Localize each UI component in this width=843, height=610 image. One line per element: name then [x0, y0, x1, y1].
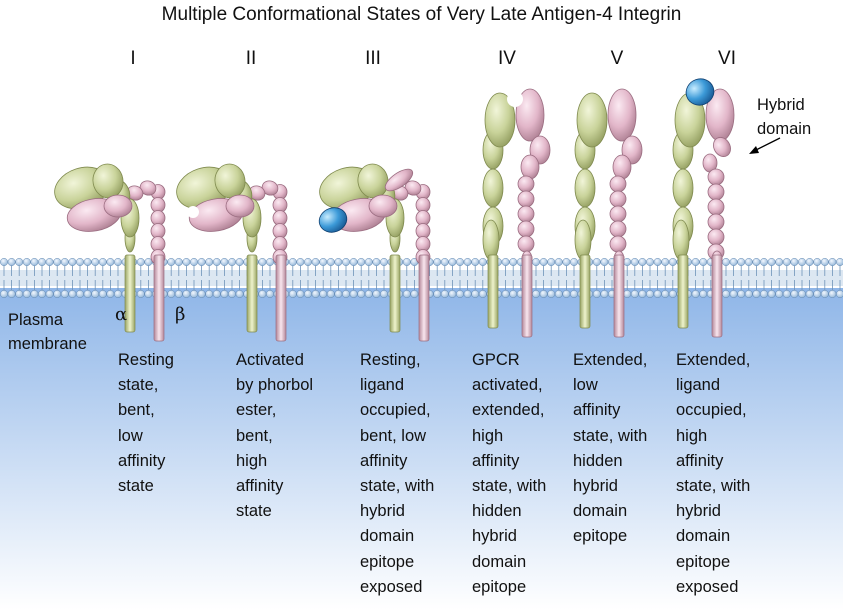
arrow-head-icon: [749, 146, 759, 154]
state-numeral-6: VI: [718, 48, 736, 69]
state-description-4: GPCR activated, extended, high affinity …: [472, 351, 547, 596]
alpha-subunit-label: α: [115, 304, 128, 325]
state-numeral-3: III: [365, 48, 381, 69]
state-description-3: Resting, ligand occupied, bent, low affi…: [360, 351, 435, 596]
beta-subunit-label: β: [175, 304, 186, 325]
integrin-state-2: [176, 163, 288, 342]
state-description-5: Extended, low affinity state, with hidde…: [573, 351, 648, 546]
integrin-state-4: [482, 88, 551, 338]
integrin-state-5: [574, 88, 643, 338]
integrin-state-1: [54, 163, 166, 342]
extracellular-background: [0, 288, 843, 610]
state-numeral-5: V: [610, 48, 624, 69]
state-description-6: Extended, ligand occupied, high affinity…: [676, 351, 751, 596]
plasma-membrane-label: Plasma membrane: [8, 311, 87, 353]
integrin-molecules: [54, 78, 735, 342]
integrin-state-6: [672, 78, 735, 338]
state-numeral-4: IV: [498, 48, 516, 69]
hybrid-domain-label: Hybrid domain: [757, 96, 812, 138]
diagram-title: Multiple Conformational States of Very L…: [161, 4, 682, 25]
state-description-1: Resting state, bent, low affinity state: [118, 351, 174, 496]
integrin-state-3: [318, 163, 431, 342]
state-description-2: Activated by phorbol ester, bent, high a…: [236, 351, 314, 521]
state-numeral-2: II: [245, 48, 257, 69]
state-numeral-1: I: [130, 48, 136, 69]
